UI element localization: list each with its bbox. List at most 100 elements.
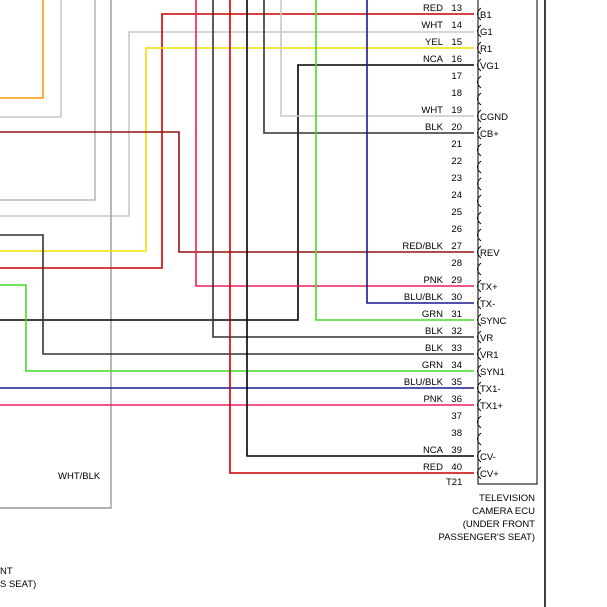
pin-row-24: 24	[451, 190, 482, 208]
pin-number: 25	[451, 207, 462, 218]
wire-orange	[0, 0, 44, 99]
pin-number: 28	[451, 258, 462, 269]
wire-color-label: BLU/BLK	[404, 377, 444, 388]
wire-color-label: GRN	[422, 360, 443, 371]
signal-label: CV+	[480, 469, 499, 480]
left-wire-group	[0, 0, 474, 217]
left-caption-line-1: NT	[0, 566, 13, 577]
pin-number: 31	[451, 309, 462, 320]
component-caption-line-1: TELEVISION	[479, 493, 535, 504]
wire-pin-15	[0, 47, 474, 252]
signal-label: TX-	[480, 299, 495, 310]
wire-color-label: BLK	[425, 122, 444, 133]
pin-terminal	[477, 279, 482, 293]
wire-color-label: YEL	[425, 37, 443, 48]
wire-pin-40	[229, 0, 474, 474]
wire-pin-31	[315, 0, 474, 321]
pin-row-18: 18	[451, 88, 482, 106]
signal-label: TX+	[480, 282, 498, 293]
pin-terminal	[477, 330, 482, 344]
pin-terminal	[477, 228, 482, 242]
wire-light-gray-3	[0, 31, 474, 217]
pin-terminal	[477, 296, 482, 310]
wire-pin-16	[0, 64, 474, 321]
pin-row-23: 23	[451, 173, 482, 191]
wire-color-label: BLK	[425, 326, 444, 337]
pin-terminal	[477, 466, 482, 480]
pin-terminal	[477, 160, 482, 174]
pin-number: 37	[451, 411, 462, 422]
wire-light-gray-2	[0, 0, 96, 201]
pin-terminal	[477, 75, 482, 89]
component-caption: TELEVISION CAMERA ECU (UNDER FRONT PASSE…	[439, 493, 536, 543]
pin-row-21: 21	[451, 139, 482, 157]
pin-row-28: 28	[451, 258, 482, 276]
pin-number: 22	[451, 156, 462, 167]
pin-terminal	[477, 415, 482, 429]
pin-number: 19	[451, 105, 462, 116]
left-caption-line-2: S SEAT)	[0, 579, 36, 590]
signal-label: TX1+	[480, 401, 503, 412]
pin-terminal	[477, 381, 482, 395]
pin-terminal	[477, 347, 482, 361]
component-caption-line-2: CAMERA ECU	[472, 506, 535, 517]
pin-terminal	[477, 24, 482, 38]
wire-color-label: RED	[423, 3, 443, 14]
pin-number: 40	[451, 462, 462, 473]
signal-label: SYNC	[480, 316, 507, 327]
pin-terminal	[477, 364, 482, 378]
pin-row-22: 22	[451, 156, 482, 174]
wire-color-label: BLK	[425, 343, 444, 354]
bundle-label: WHT/BLK	[58, 471, 101, 482]
pin-terminal	[477, 245, 482, 259]
pin-number: 15	[451, 37, 462, 48]
signal-label: R1	[480, 44, 492, 55]
pin-row-26: 26	[451, 224, 482, 242]
wire-bundle-outline	[0, 0, 112, 509]
wire-color-label: GRN	[422, 309, 443, 320]
pin-number: 21	[451, 139, 462, 150]
pin-terminal	[477, 262, 482, 276]
wire-pin-39	[246, 0, 474, 457]
pin-number: 30	[451, 292, 462, 303]
signal-label: B1	[480, 10, 492, 21]
wire-color-label: NCA	[423, 445, 444, 456]
wire-color-label: PNK	[423, 275, 443, 286]
wire-pin-27	[0, 131, 474, 253]
signal-label: CV-	[480, 452, 496, 463]
signal-label: VR	[480, 333, 493, 344]
signal-label: CB+	[480, 129, 499, 140]
wire-pin-33	[0, 234, 474, 355]
wire-pin-34	[0, 284, 474, 372]
pin-number: 39	[451, 445, 462, 456]
signal-label: TX1-	[480, 384, 501, 395]
pin-terminal	[477, 211, 482, 225]
wire-color-label: RED/BLK	[402, 241, 443, 252]
signal-label: G1	[480, 27, 493, 38]
pin-number: 36	[451, 394, 462, 405]
pin-number: 27	[451, 241, 462, 252]
pin-terminal	[477, 58, 482, 72]
wire-pin-19	[280, 0, 474, 117]
pin-number: 20	[451, 122, 462, 133]
wire-color-label: BLU/BLK	[404, 292, 444, 303]
pin-row-17: 17	[451, 71, 482, 89]
pin-number: 35	[451, 377, 462, 388]
pin-number: 24	[451, 190, 462, 201]
wire-pin-20	[263, 0, 474, 134]
pin-terminal	[477, 313, 482, 327]
wire-pin-30	[366, 0, 474, 304]
